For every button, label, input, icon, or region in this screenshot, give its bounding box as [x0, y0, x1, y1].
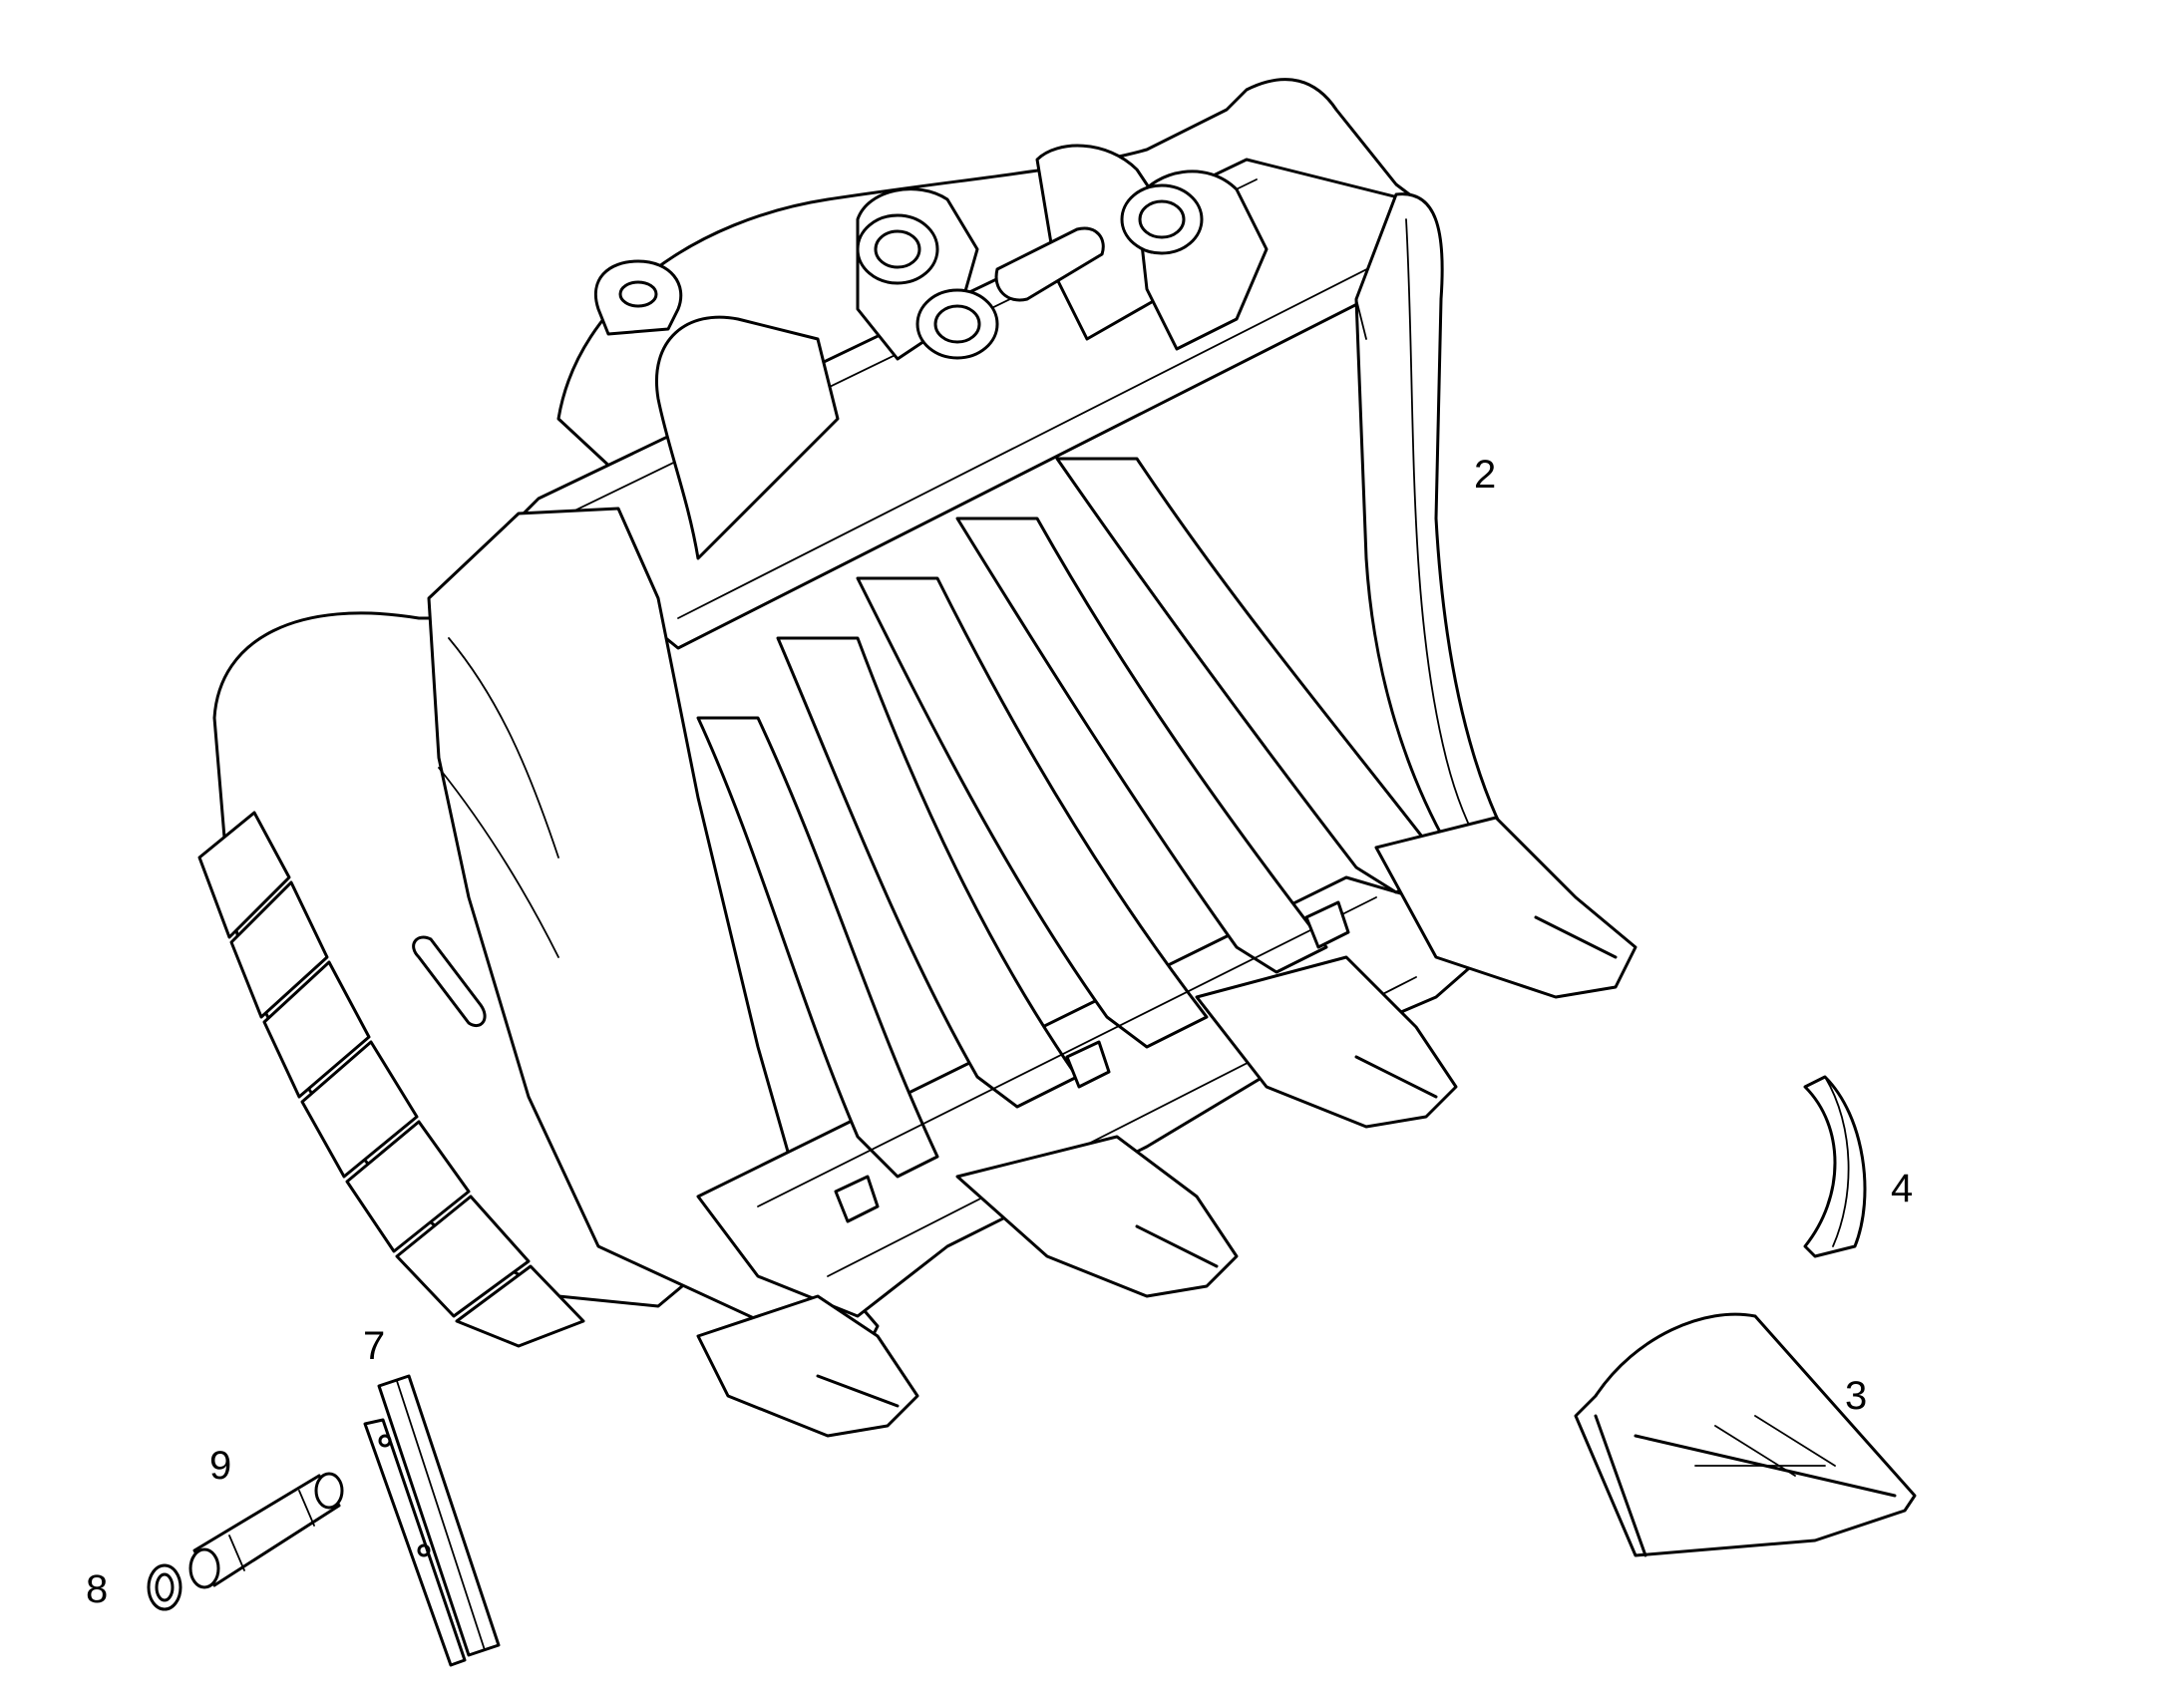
part-7-strip — [363, 1374, 501, 1667]
part-9-pin — [188, 1472, 344, 1589]
wear-blocks — [197, 811, 585, 1348]
part-4-shim — [1803, 1075, 1867, 1258]
label-part-8: 8 — [86, 1567, 109, 1611]
hinge-bushes — [856, 183, 1204, 360]
hinge-shaft — [994, 226, 1105, 302]
bucket-teeth — [696, 816, 1637, 1438]
part-3-tooth-tip — [1574, 1312, 1917, 1557]
label-part-7: 7 — [363, 1324, 386, 1368]
label-part-9: 9 — [209, 1444, 232, 1488]
label-part-3: 3 — [1845, 1374, 1868, 1418]
floor-pockets — [834, 900, 1350, 1223]
side-slot — [412, 935, 487, 1028]
bucket-assembly — [197, 78, 1637, 1438]
label-part-2: 2 — [1474, 453, 1497, 497]
label-part-4: 4 — [1891, 1167, 1914, 1210]
part-8-ring — [147, 1563, 182, 1611]
lifting-eye — [593, 259, 683, 336]
